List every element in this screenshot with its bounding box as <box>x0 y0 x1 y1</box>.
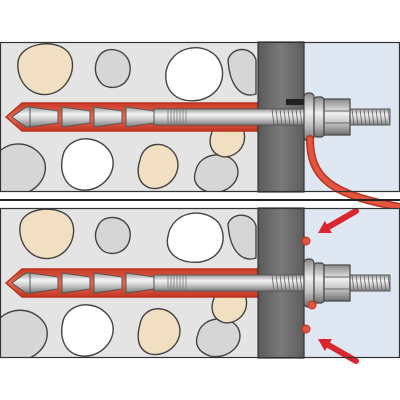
resin-overflow-dot <box>301 324 311 334</box>
injection-washer <box>313 96 325 138</box>
washer <box>303 258 315 308</box>
stone <box>94 216 131 255</box>
rod-thread <box>291 108 295 126</box>
rod-thread <box>283 274 287 292</box>
rod-thread <box>287 108 291 126</box>
rod-thread <box>299 274 303 292</box>
rod-end-thread <box>371 274 375 292</box>
rod-end-thread <box>363 274 367 292</box>
rod-end-thread <box>387 108 391 126</box>
rod-thread <box>271 274 275 292</box>
rod-thread <box>287 274 291 292</box>
overflow-arrow <box>318 208 359 234</box>
annular-gap <box>286 99 304 105</box>
hex-nut <box>323 264 351 302</box>
panel-top <box>0 41 400 211</box>
arrow-head <box>318 338 332 352</box>
hex-nut <box>323 98 351 136</box>
injection-washer <box>313 262 325 304</box>
rod-thread <box>271 108 275 126</box>
stone <box>61 138 114 191</box>
stone <box>193 154 239 192</box>
rod-thread <box>279 274 283 292</box>
rod-cone <box>29 106 59 128</box>
stone <box>61 304 114 357</box>
aggregate-stones <box>0 208 257 358</box>
rod-end-thread <box>359 108 363 126</box>
rod-cone <box>93 272 123 294</box>
rod-end-thread <box>387 274 391 292</box>
stone <box>166 212 224 263</box>
rod-end-thread <box>383 108 387 126</box>
rod-end-thread <box>379 108 383 126</box>
rod-end-thread <box>355 108 359 126</box>
stone <box>165 47 224 102</box>
stone <box>227 48 257 96</box>
rod-end-thread <box>379 274 383 292</box>
stone <box>17 43 74 96</box>
rod-end-thread <box>375 108 379 126</box>
panel-bottom <box>0 207 400 364</box>
rod-end-thread <box>371 108 375 126</box>
rod-thread <box>275 274 279 292</box>
rod-end-thread <box>363 108 367 126</box>
rod-thread <box>295 108 299 126</box>
rod-end-thread <box>351 108 355 126</box>
rod-end-thread <box>355 274 359 292</box>
threaded-anchor-rod <box>11 106 391 128</box>
rod-end-thread <box>359 274 363 292</box>
rod-end-thread <box>351 274 355 292</box>
stone <box>0 143 46 192</box>
rod-thread <box>275 108 279 126</box>
resin-overflow-dot <box>301 236 311 246</box>
stone <box>19 208 75 260</box>
rod-thread <box>283 108 287 126</box>
rod-thread <box>279 108 283 126</box>
rod-cone <box>61 272 91 294</box>
resin-overflow-dot <box>307 300 317 310</box>
rod-cone <box>61 106 91 128</box>
rod-thread <box>295 274 299 292</box>
rod-end-thread <box>375 274 379 292</box>
resin-tube-inner <box>307 136 400 210</box>
arrow-shaft <box>325 208 359 230</box>
overflow-arrow <box>318 338 359 364</box>
stone <box>0 309 48 358</box>
rod-thread <box>291 274 295 292</box>
arrow-head <box>318 220 332 234</box>
arrow-shaft <box>325 342 359 364</box>
rod-cone <box>125 106 155 128</box>
stone <box>227 214 257 260</box>
rod-end-thread <box>367 108 371 126</box>
rod-cone <box>125 272 155 294</box>
rod-cone <box>93 106 123 128</box>
rod-end-thread <box>367 274 371 292</box>
stone <box>137 308 181 356</box>
stone <box>137 143 179 190</box>
rod-cone <box>29 272 59 294</box>
rod-thread <box>299 108 303 126</box>
washer <box>303 92 315 142</box>
stone <box>94 48 131 89</box>
rod-end-thread <box>383 274 387 292</box>
threaded-anchor-rod <box>11 272 391 294</box>
